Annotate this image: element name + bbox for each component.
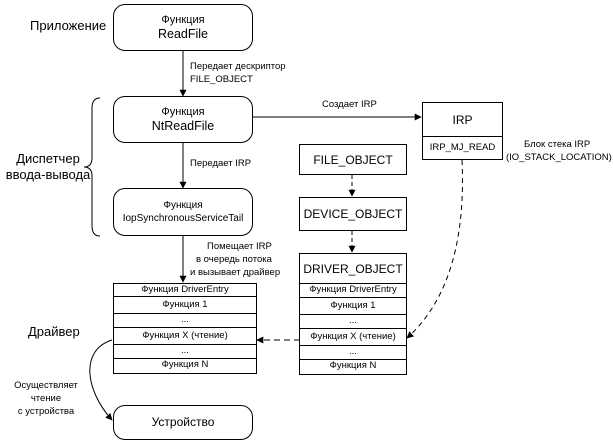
layer-label-io-manager-2: ввода-вывода <box>5 167 91 182</box>
label-passes-descriptor-1: Передает дескриптор <box>190 61 286 72</box>
label-creates-irp: Создает IRP <box>322 99 377 110</box>
iosync-box: Функция IopSynchronousServiceTail <box>113 188 253 236</box>
layer-label-app: Приложение <box>30 18 107 33</box>
driver-object-row: Функция 1 <box>300 298 406 315</box>
label-reads-1: Осуществляет <box>14 380 78 391</box>
driver-function-row: Функция X (чтение) <box>114 328 256 346</box>
layer-label-io-manager-1: Диспетчер <box>16 151 80 166</box>
driver-object-row: Функция DriverEntry <box>300 284 406 298</box>
device-box: Устройство <box>113 405 253 440</box>
arrow-irp-to-function-x <box>406 159 463 339</box>
driver-function-table: Функция DriverEntry Функция 1 ... Функци… <box>113 283 257 374</box>
arrow-read-device <box>89 339 113 421</box>
driver-function-row: Функция DriverEntry <box>114 284 256 298</box>
irp-title: IRP <box>423 103 502 137</box>
label-stack-1: Блок стека IRP <box>524 139 591 150</box>
readfile-line1: Функция <box>161 14 205 26</box>
driver-object-row: Функция N <box>329 360 377 371</box>
label-passes-descriptor-2: FILE_OBJECT <box>190 74 253 85</box>
label-stack-2: (IO_STACK_LOCATION) <box>506 152 612 163</box>
driver-object-table: DRIVER_OBJECT Функция DriverEntry Функци… <box>299 253 407 375</box>
irp-major-function: IRP_MJ_READ <box>429 142 496 153</box>
readfile-line2: ReadFile <box>157 27 209 41</box>
driver-object-row: ... <box>300 315 406 329</box>
driver-function-row: ... <box>114 345 256 360</box>
file-object-box: FILE_OBJECT <box>299 144 407 175</box>
driver-object-row: ... <box>300 346 406 360</box>
readfile-box: Функция ReadFile <box>113 4 253 51</box>
driver-function-row: Функция 1 <box>114 297 256 315</box>
layer-label-driver: Драйвер <box>28 324 80 339</box>
label-reads-2: чтение <box>30 393 62 404</box>
driver-function-row: ... <box>114 314 256 329</box>
driver-function-row: Функция N <box>161 359 209 371</box>
label-passes-irp: Передает IRP <box>190 158 252 169</box>
device-object-box: DEVICE_OBJECT <box>299 197 407 231</box>
device-label: Устройство <box>151 415 215 429</box>
ntreadfile-box: Функция NtReadFile <box>113 96 253 143</box>
driver-object-row: Функция X (чтение) <box>300 329 406 346</box>
irp-box: IRP IRP_MJ_READ <box>422 102 503 160</box>
iosync-line2: IopSynchronousServiceTail <box>122 213 244 224</box>
driver-object-title: DRIVER_OBJECT <box>300 254 406 284</box>
ntreadfile-line2: NtReadFile <box>151 119 215 133</box>
io-manager-brace <box>83 97 101 237</box>
label-queue-2: в очередь потока <box>196 254 272 265</box>
label-queue-3: и вызывает драйвер <box>190 267 281 278</box>
label-queue-1: Помещает IRP <box>207 241 272 252</box>
ntreadfile-line1: Функция <box>161 106 205 118</box>
iosync-line1: Функция <box>163 200 203 211</box>
label-reads-3: с устройства <box>17 406 75 417</box>
